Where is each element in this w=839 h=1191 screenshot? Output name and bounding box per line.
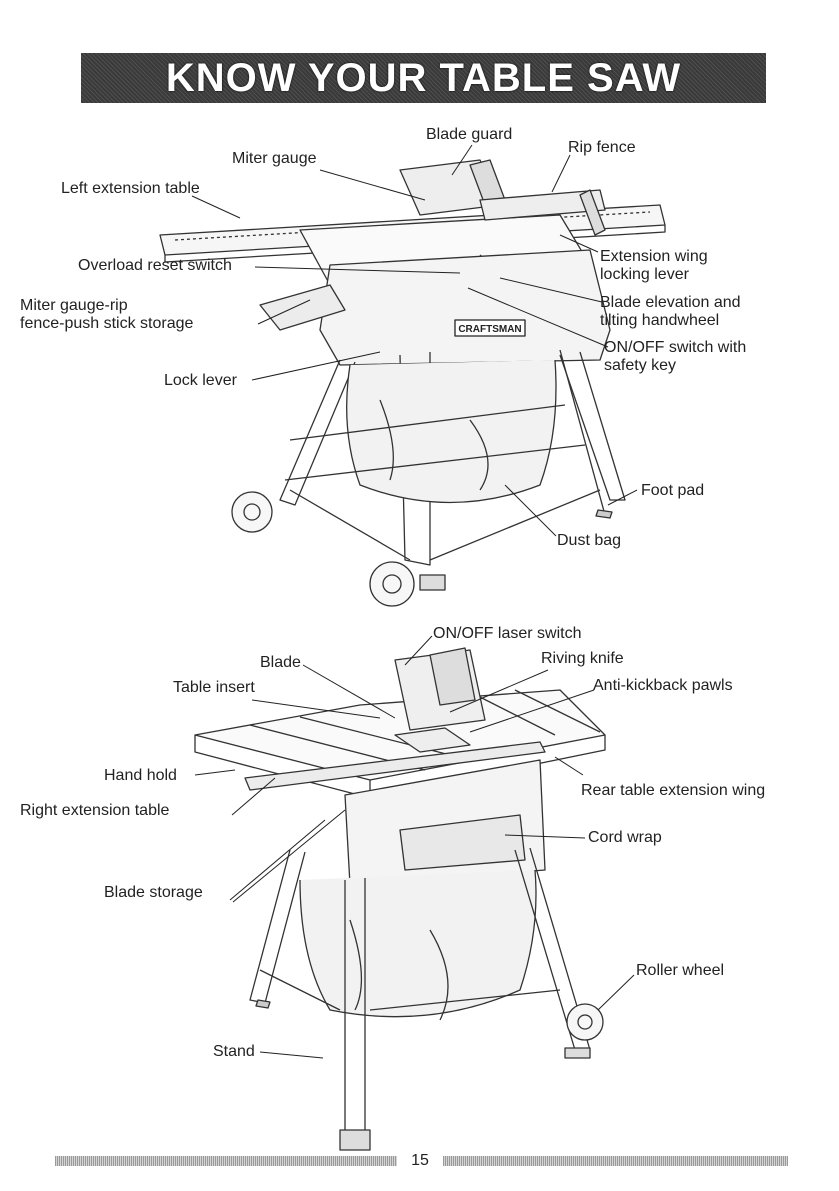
label-table-insert: Table insert <box>173 679 255 696</box>
label-on-off-switch: ON/OFF switch with safety key <box>604 339 747 374</box>
label-blade-guard: Blade guard <box>426 126 513 143</box>
page-title: KNOW YOUR TABLE SAW <box>165 55 682 100</box>
brand-plate-text: CRAFTSMAN <box>458 324 521 335</box>
label-riving-knife: Riving knife <box>541 650 624 667</box>
label-hand-hold: Hand hold <box>104 767 177 784</box>
label-dust-bag: Dust bag <box>557 532 622 549</box>
label-on-off-laser-switch: ON/OFF laser switch <box>433 625 582 642</box>
label-rear-table-extension-wing: Rear table extension wing <box>581 782 766 799</box>
label-foot-pad: Foot pad <box>641 482 705 499</box>
footer-bar-left <box>55 1156 397 1166</box>
bottom-saw-drawing <box>194 647 606 1151</box>
label-rip-fence: Rip fence <box>568 139 636 156</box>
label-overload-reset-switch: Overload reset switch <box>78 257 232 274</box>
leader-lines <box>191 144 638 1059</box>
label-blade-elevation-handwheel: Blade elevation and tilting handwheel <box>600 294 741 329</box>
label-lock-lever: Lock lever <box>164 372 237 389</box>
page-number: 15 <box>411 1152 429 1169</box>
label-miter-gauge-storage: Miter gauge-rip fence-push stick storage <box>20 297 194 332</box>
label-left-extension-table: Left extension table <box>61 180 200 197</box>
footer-bar-right <box>443 1156 788 1166</box>
label-miter-gauge: Miter gauge <box>232 150 317 167</box>
top-saw-drawing <box>159 159 666 607</box>
label-roller-wheel: Roller wheel <box>636 962 725 979</box>
label-stand: Stand <box>213 1043 255 1060</box>
label-blade: Blade <box>260 654 301 671</box>
label-blade-storage: Blade storage <box>104 884 203 901</box>
label-anti-kickback-pawls: Anti-kickback pawls <box>593 677 733 694</box>
label-cord-wrap: Cord wrap <box>588 829 662 846</box>
label-extension-wing-locking-lever: Extension wing locking lever <box>600 248 708 283</box>
title-banner: KNOW YOUR TABLE SAW <box>81 53 766 103</box>
label-right-extension-table: Right extension table <box>20 802 170 819</box>
